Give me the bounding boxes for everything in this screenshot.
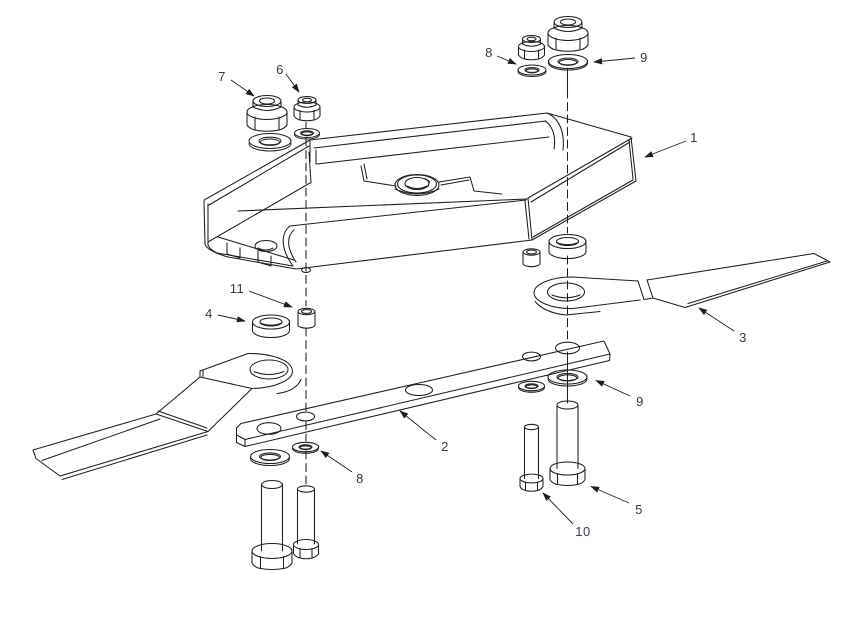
callout-10-label: 10 (575, 524, 590, 539)
callout-4-label: 4 (205, 306, 213, 321)
callout-1-label: 1 (690, 130, 698, 145)
callout-6-label: 6 (276, 62, 284, 77)
flat-washer-small-right-bottom (517, 380, 546, 393)
callout-5: 5 (590, 486, 643, 517)
blade-carrier-weldment (203, 112, 637, 274)
callout-5-label: 5 (635, 502, 643, 517)
flat-washer-large-right-top (547, 53, 589, 71)
callout-8-top: 8 (485, 45, 517, 65)
callouts: 7 6 8 9 1 11 4 3 (205, 45, 747, 539)
callout-9-bottom-label: 9 (636, 394, 644, 409)
hex-bolt-large-left (251, 479, 293, 571)
hex-bolt-small-right (519, 423, 544, 492)
flat-washer-large-left-top (248, 132, 292, 152)
flat-washer-large-right-bottom (547, 369, 588, 387)
callout-8-bottom: 8 (320, 450, 364, 486)
hex-bolt-large-right (549, 400, 586, 487)
sleeve-spacer-left (297, 307, 316, 329)
callout-4: 4 (205, 306, 246, 323)
blade-left (32, 352, 302, 481)
blade-right (533, 252, 831, 316)
callout-7-label: 7 (218, 69, 226, 84)
flat-washer-small-right-top (517, 64, 547, 77)
callout-3-label: 3 (739, 330, 747, 345)
spacer-ring-right (548, 233, 587, 259)
callout-11-label: 11 (230, 281, 245, 296)
flat-washer-small-left-bottom (291, 441, 320, 454)
lock-nut-large-right (547, 15, 589, 52)
flat-washer-large-left-bottom (249, 448, 291, 466)
callout-8-top-label: 8 (485, 45, 493, 60)
callout-7: 7 (218, 69, 255, 97)
callout-6: 6 (276, 62, 300, 93)
lock-nut-small-left (293, 95, 321, 122)
callout-10: 10 (542, 492, 590, 539)
hex-bolt-small-left (292, 485, 320, 560)
callout-2: 2 (399, 410, 449, 454)
callout-3: 3 (698, 307, 747, 345)
spacer-ring-left (251, 314, 291, 338)
callout-1: 1 (644, 130, 698, 158)
callout-9-top-label: 9 (640, 50, 648, 65)
lock-nut-large-left (246, 94, 288, 132)
callout-9-bottom: 9 (595, 380, 644, 409)
blade-bar (235, 340, 611, 448)
callout-8-bottom-label: 8 (356, 471, 364, 486)
sleeve-spacer-right (522, 248, 541, 268)
lock-nut-small-right (517, 34, 546, 61)
callout-9-top: 9 (593, 50, 648, 65)
callout-2-label: 2 (441, 439, 449, 454)
callout-11: 11 (230, 281, 293, 308)
flat-washer-small-left-top (293, 127, 321, 140)
